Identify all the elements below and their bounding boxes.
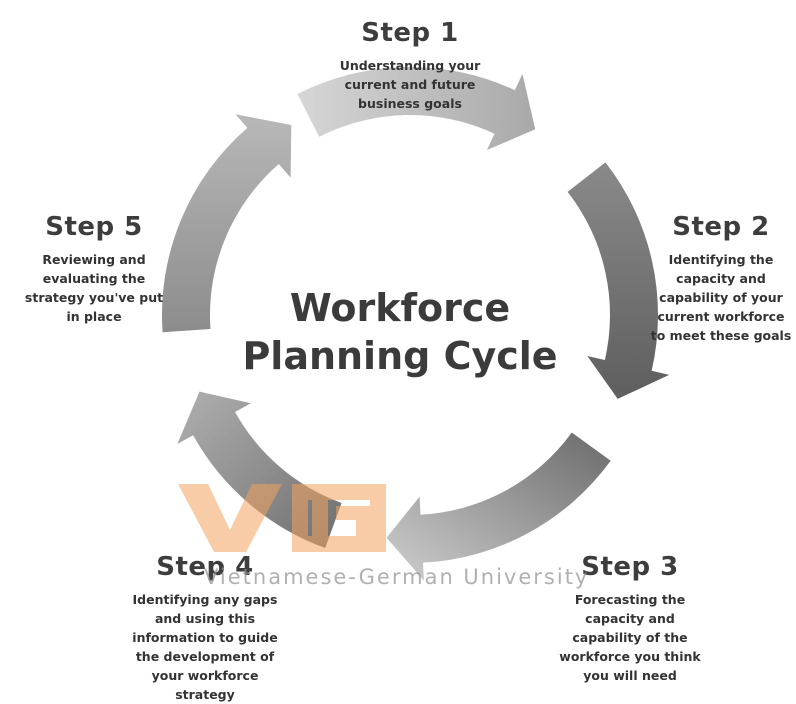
step-4: Step 4 Identifying any gaps and using th… bbox=[120, 552, 290, 704]
step-2-title: Step 2 bbox=[672, 212, 770, 242]
step-5-desc-line: in place bbox=[66, 309, 122, 324]
step-3-description: Forecasting the capacity and capability … bbox=[545, 590, 715, 685]
step-4-description: Identifying any gaps and using this info… bbox=[120, 590, 290, 704]
step-5: Step 5 Reviewing and evaluating the stra… bbox=[14, 212, 174, 326]
step-5-desc-line: strategy you've put bbox=[24, 290, 164, 305]
step-5-desc-line: Reviewing and bbox=[42, 252, 146, 267]
step-4-desc-line: and using this bbox=[154, 611, 256, 626]
step-3-desc-line: you will need bbox=[583, 668, 677, 683]
step-1: Step 1 Understanding your current and fu… bbox=[320, 18, 500, 113]
title-line-1: Workforce bbox=[289, 286, 511, 330]
step-5-title: Step 5 bbox=[45, 212, 143, 242]
step-2-description: Identifying the capacity and capability … bbox=[646, 250, 796, 345]
step-1-description: Understanding your current and future bu… bbox=[320, 56, 500, 113]
cycle-arrow-1 bbox=[297, 66, 536, 151]
step-3-title: Step 3 bbox=[581, 552, 679, 582]
vgu-logo-watermark bbox=[178, 484, 386, 552]
step-4-desc-line: the development of bbox=[135, 649, 275, 664]
step-4-desc-line: information to guide bbox=[132, 630, 278, 645]
step-3-desc-line: workforce you think bbox=[559, 649, 701, 664]
step-4-desc-line: your workforce bbox=[151, 668, 259, 683]
cycle-arrow-3 bbox=[386, 432, 611, 581]
step-3: Step 3 Forecasting the capacity and capa… bbox=[545, 552, 715, 685]
step-4-desc-line: strategy bbox=[175, 687, 235, 702]
step-4-desc-line: Identifying any gaps bbox=[132, 592, 278, 607]
step-2-desc-line: capacity and bbox=[676, 271, 766, 286]
step-1-desc-line: business goals bbox=[358, 96, 462, 111]
step-2-desc-line: Identifying the bbox=[668, 252, 774, 267]
step-1-title: Step 1 bbox=[361, 18, 459, 48]
step-4-title: Step 4 bbox=[156, 552, 254, 582]
step-2-desc-line: to meet these goals bbox=[650, 328, 792, 343]
diagram-title: Workforce Planning Cycle bbox=[230, 284, 570, 380]
step-3-desc-line: capability of the bbox=[572, 630, 688, 645]
step-2-desc-line: capability of your bbox=[659, 290, 783, 305]
step-1-desc-line: current and future bbox=[344, 77, 476, 92]
step-1-desc-line: Understanding your bbox=[339, 58, 481, 73]
step-3-desc-line: capacity and bbox=[585, 611, 675, 626]
step-3-desc-line: Forecasting the bbox=[574, 592, 686, 607]
step-5-description: Reviewing and evaluating the strategy yo… bbox=[14, 250, 174, 326]
cycle-arrow-5 bbox=[162, 114, 292, 333]
cycle-arrow-2 bbox=[567, 162, 670, 399]
step-5-desc-line: evaluating the bbox=[42, 271, 146, 286]
title-line-2: Planning Cycle bbox=[242, 334, 558, 378]
step-2: Step 2 Identifying the capacity and capa… bbox=[646, 212, 796, 345]
watermark-text: Vietnamese-German University bbox=[204, 565, 590, 589]
step-2-desc-line: current workforce bbox=[657, 309, 785, 324]
